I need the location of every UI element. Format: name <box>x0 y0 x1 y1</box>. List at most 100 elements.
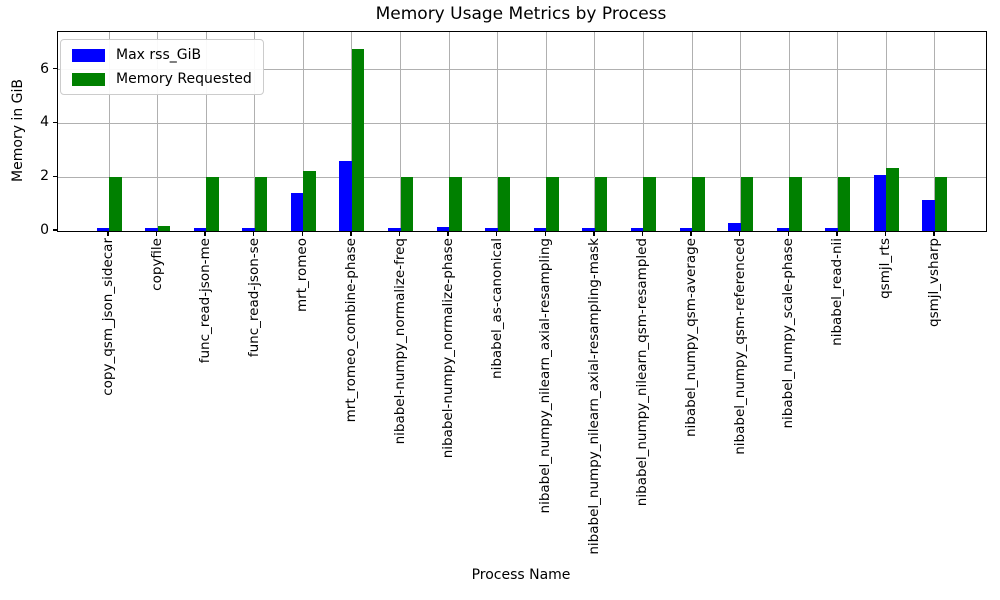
gridline-vertical <box>545 32 547 231</box>
y-tick-mark <box>53 175 57 177</box>
x-tick-mark <box>496 231 498 236</box>
x-tick-label: nibabel_numpy_qsm-average <box>683 238 700 437</box>
bar-memory-requested <box>206 177 219 231</box>
y-tick-mark <box>53 229 57 231</box>
x-tick-label: nibabel_numpy_qsm-referenced <box>731 238 748 455</box>
gridline-horizontal <box>58 122 986 124</box>
bar-memory-requested <box>837 177 851 231</box>
x-tick-label: nibabel_numpy_scale-phase <box>780 238 797 429</box>
bar-max-rss <box>485 228 498 231</box>
bar-memory-requested <box>692 177 705 231</box>
gridline-vertical <box>157 32 159 231</box>
bar-max-rss <box>96 228 110 231</box>
x-tick-label: nibabel-numpy_normalize-phase <box>440 238 457 459</box>
y-tick-label: 6 <box>40 60 49 77</box>
gridline-vertical <box>594 32 596 231</box>
bar-memory-requested <box>789 177 802 231</box>
x-tick-mark <box>787 231 789 236</box>
bar-max-rss <box>339 161 352 231</box>
x-tick-mark <box>155 231 158 236</box>
bar-max-rss <box>436 226 450 231</box>
bar-max-rss <box>776 228 790 231</box>
legend-swatch-max-rss <box>72 48 105 62</box>
plot-area: Max rss_GiB Memory Requested <box>57 31 987 232</box>
x-tick-label: copyfile <box>148 238 165 291</box>
gridline-vertical <box>934 32 936 231</box>
gridline-vertical <box>108 32 110 231</box>
bar-max-rss <box>193 228 207 231</box>
bar-memory-requested <box>157 225 171 231</box>
gridline-horizontal <box>58 176 986 178</box>
bar-memory-requested <box>254 177 268 231</box>
bar-max-rss <box>922 200 935 231</box>
bar-memory-requested <box>886 167 899 231</box>
x-tick-mark <box>690 231 692 236</box>
gridline-vertical <box>497 32 499 231</box>
x-tick-label: nibabel_numpy_nilearn_axial-resampling <box>537 238 554 514</box>
legend-entry-memory-requested: Memory Requested <box>72 71 252 87</box>
gridline-vertical <box>642 32 644 231</box>
bar-memory-requested <box>109 177 122 231</box>
bar-max-rss <box>145 228 158 231</box>
bar-max-rss <box>242 228 255 231</box>
gridline-vertical <box>691 32 693 231</box>
gridline-vertical <box>740 32 742 231</box>
y-tick-mark <box>53 121 57 124</box>
gridline-vertical <box>788 32 790 231</box>
bar-memory-requested <box>351 49 365 231</box>
bar-max-rss <box>873 174 887 231</box>
legend: Max rss_GiB Memory Requested <box>60 39 264 95</box>
bar-memory-requested <box>934 177 948 231</box>
legend-label-memory-requested: Memory Requested <box>116 71 252 87</box>
y-tick-label: 0 <box>40 222 49 238</box>
bar-memory-requested <box>546 177 559 231</box>
x-tick-label: mrt_romeo_combine-phase <box>342 238 359 423</box>
bar-max-rss <box>388 228 401 231</box>
x-axis-label: Process Name <box>471 567 571 583</box>
x-tick-label: func_read-json-me <box>197 238 214 364</box>
x-tick-mark <box>253 231 255 236</box>
bar-max-rss <box>533 228 547 231</box>
y-tick-mark <box>53 67 57 70</box>
x-tick-label: copy_qsm_json_sidecar <box>100 238 117 396</box>
bar-max-rss <box>728 222 741 231</box>
gridline-vertical <box>254 32 256 231</box>
bar-memory-requested <box>303 170 316 231</box>
x-tick-mark <box>641 231 644 236</box>
bar-memory-requested <box>643 177 656 231</box>
bar-max-rss <box>679 228 693 231</box>
bar-max-rss <box>290 193 304 231</box>
gridline-vertical <box>885 32 887 231</box>
gridline-vertical <box>837 32 839 231</box>
gridline-vertical <box>448 32 450 231</box>
bar-memory-requested <box>497 177 511 231</box>
x-tick-label: nibabel-numpy_normalize-freq <box>391 238 408 445</box>
x-tick-label: mrt_romeo <box>294 238 311 312</box>
x-tick-label: nibabel_numpy_nilearn_axial-resampling-m… <box>585 238 602 555</box>
x-tick-mark <box>836 231 838 236</box>
x-tick-mark <box>301 231 304 236</box>
x-tick-mark <box>933 231 935 236</box>
bar-max-rss <box>582 228 595 231</box>
x-tick-mark <box>204 231 206 236</box>
x-tick-label: qsmjl_rts <box>877 238 894 299</box>
x-tick-mark <box>107 231 109 236</box>
x-tick-mark <box>447 231 449 236</box>
legend-label-max-rss: Max rss_GiB <box>116 47 202 63</box>
y-tick-label: 2 <box>40 168 49 185</box>
x-tick-label: nibabel_as-canonical <box>488 238 505 379</box>
gridline-vertical <box>205 32 207 231</box>
x-tick-mark <box>398 231 401 236</box>
y-tick-label: 4 <box>40 114 49 131</box>
x-tick-label: qsmjl_vsharp <box>925 238 942 327</box>
bar-max-rss <box>825 228 838 231</box>
bar-memory-requested <box>449 177 462 231</box>
chart-title: Memory Usage Metrics by Process <box>375 4 667 24</box>
x-tick-label: nibabel_read-nii <box>828 238 845 346</box>
x-tick-mark <box>884 231 887 236</box>
x-tick-label: func_read-json-se <box>245 238 262 358</box>
gridline-vertical <box>400 32 402 231</box>
x-tick-mark <box>593 231 595 236</box>
bar-memory-requested <box>594 177 608 231</box>
